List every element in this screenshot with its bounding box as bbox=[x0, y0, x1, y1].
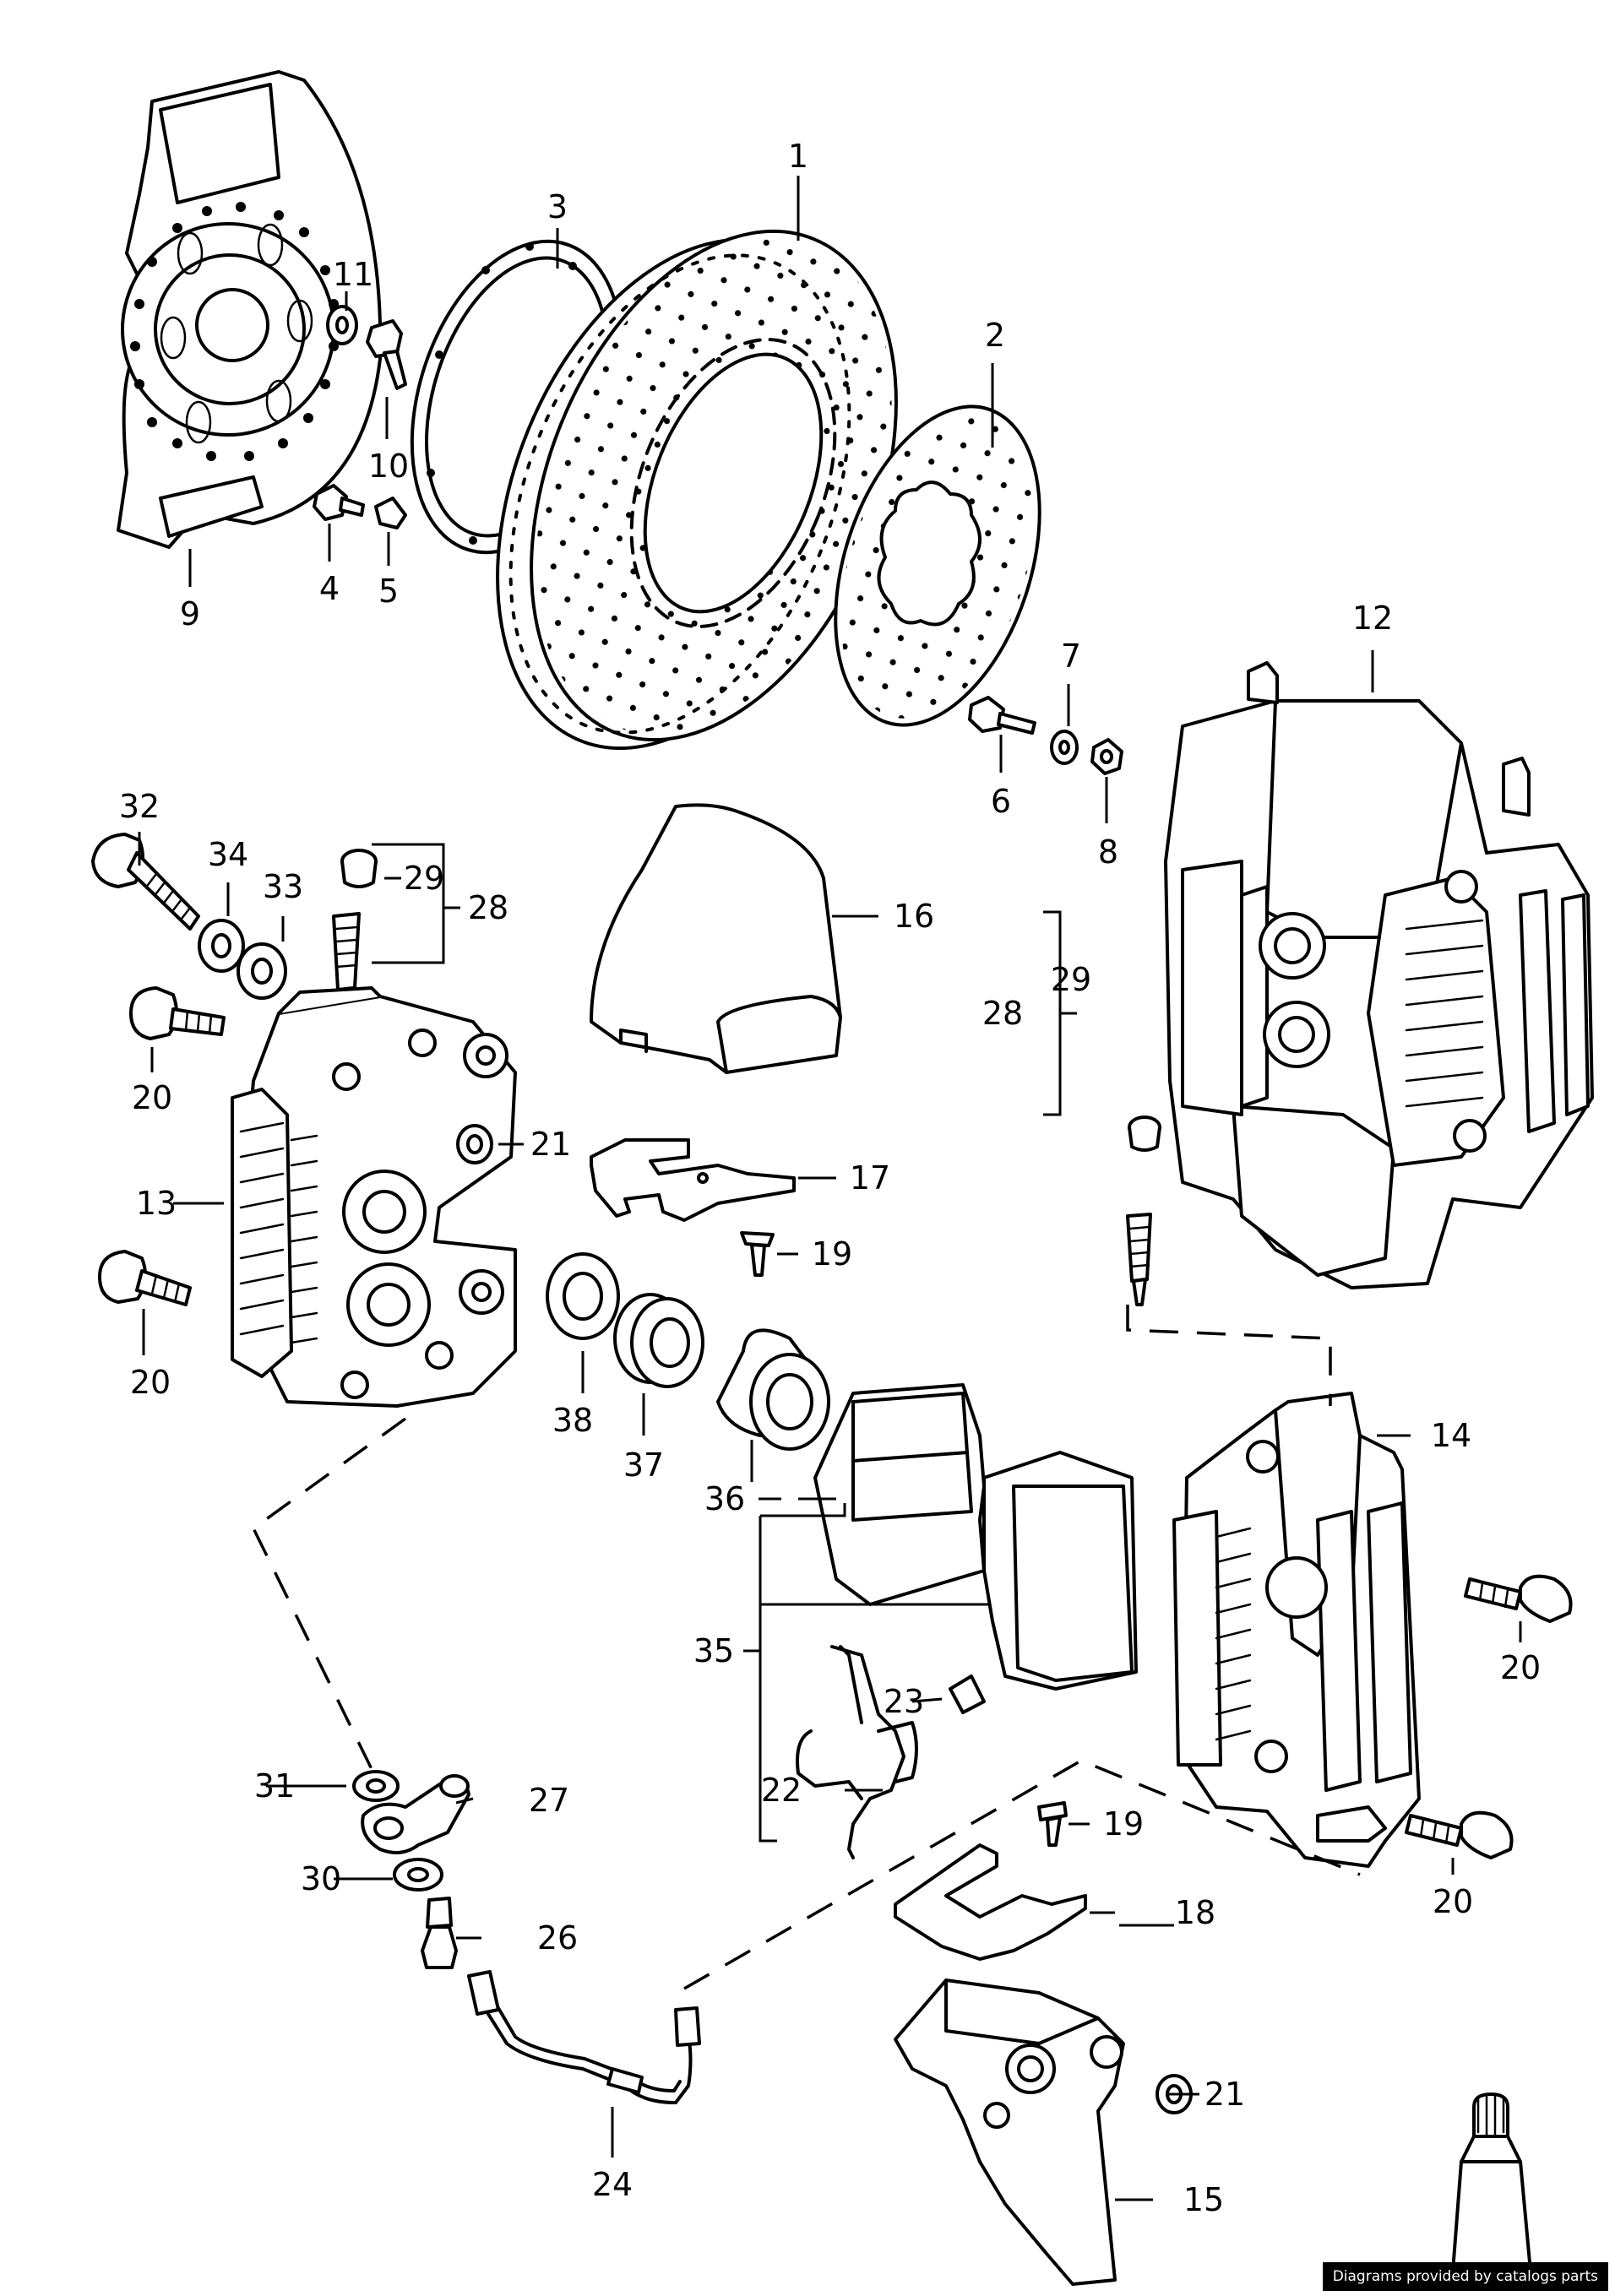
part-19-screw-lower bbox=[1037, 1801, 1068, 1847]
part-29-cap-right bbox=[1128, 1115, 1161, 1152]
callout-20-upper-left: 20 bbox=[132, 1079, 172, 1116]
part-26-adapter bbox=[421, 1897, 458, 1969]
callout-36: 36 bbox=[704, 1480, 745, 1517]
dashed-assembly-lines bbox=[251, 1305, 1361, 1990]
part-27-banjo-fitting bbox=[361, 1774, 470, 1854]
part-38-seal bbox=[546, 1252, 620, 1340]
callout-3: 3 bbox=[547, 188, 568, 225]
part-1-brake-disc bbox=[496, 229, 898, 751]
part-24-brake-line bbox=[467, 1970, 701, 2104]
callout-31: 31 bbox=[254, 1767, 295, 1805]
callout-6: 6 bbox=[991, 783, 1011, 820]
part-31-washer bbox=[352, 1770, 400, 1802]
part-22-spreader-spring bbox=[796, 1645, 918, 1859]
callout-21-upper: 21 bbox=[530, 1126, 571, 1163]
callout-27: 27 bbox=[529, 1782, 569, 1819]
callout-20-lower-left: 20 bbox=[130, 1364, 171, 1401]
callout-17: 17 bbox=[850, 1159, 890, 1197]
diagram-credit-badge: Diagrams provided by catalogs parts bbox=[1322, 2262, 1608, 2291]
callout-8: 8 bbox=[1098, 833, 1118, 871]
callout-5: 5 bbox=[378, 573, 399, 610]
callout-7: 7 bbox=[1061, 638, 1081, 675]
callout-15: 15 bbox=[1183, 2181, 1224, 2218]
callout-23: 23 bbox=[884, 1683, 924, 1720]
part-36-piston bbox=[716, 1328, 830, 1451]
part-4-bolt bbox=[313, 484, 365, 521]
callout-37: 37 bbox=[623, 1447, 664, 1484]
part-12-brake-caliper-assembly bbox=[1164, 661, 1594, 1289]
part-17-clip-plate bbox=[590, 1138, 796, 1222]
callout-20-upper-right: 20 bbox=[1500, 1649, 1541, 1686]
part-8-nut bbox=[1090, 738, 1123, 775]
callout-32: 32 bbox=[119, 788, 160, 825]
callout-35: 35 bbox=[693, 1632, 734, 1669]
callout-28-right: 28 bbox=[982, 995, 1023, 1032]
callout-29-upper: 29 bbox=[404, 860, 444, 897]
callout-29-right: 29 bbox=[1051, 961, 1091, 998]
part-16-cover bbox=[590, 803, 842, 1074]
part-19-screw-upper bbox=[740, 1231, 775, 1277]
callout-30: 30 bbox=[301, 1860, 341, 1897]
part-6-bolt bbox=[968, 696, 1036, 735]
part-13-caliper-half bbox=[231, 986, 517, 1408]
callout-21-lower: 21 bbox=[1204, 2076, 1245, 2113]
callout-24: 24 bbox=[592, 2166, 633, 2203]
part-7-washer bbox=[1050, 730, 1079, 765]
part-20-bolt-upper-right bbox=[1464, 1574, 1573, 1623]
callout-34: 34 bbox=[208, 836, 248, 873]
callout-19-upper: 19 bbox=[812, 1235, 852, 1273]
part-10-bolt bbox=[366, 319, 407, 390]
part-29-cap-upper bbox=[340, 849, 378, 888]
callout-13: 13 bbox=[136, 1185, 177, 1222]
callout-9: 9 bbox=[180, 595, 200, 632]
part-33-washer bbox=[237, 942, 287, 1000]
callout-26: 26 bbox=[537, 1919, 578, 1957]
leader-lines bbox=[138, 176, 1522, 2277]
part-37-dust-seal bbox=[613, 1293, 704, 1388]
callout-16: 16 bbox=[894, 898, 934, 935]
callout-22: 22 bbox=[761, 1772, 802, 1809]
callout-11: 11 bbox=[333, 256, 373, 293]
callout-14: 14 bbox=[1431, 1417, 1471, 1454]
part-20-bolt-upper-left bbox=[129, 986, 226, 1040]
callout-19-lower: 19 bbox=[1103, 1805, 1144, 1843]
part-20-bolt-lower-right bbox=[1405, 1810, 1514, 1859]
callout-33: 33 bbox=[263, 868, 303, 905]
part-23-clip bbox=[949, 1675, 986, 1714]
callout-10: 10 bbox=[368, 448, 409, 485]
part-14-caliper-half bbox=[1172, 1392, 1421, 1868]
part-35-brake-pads bbox=[813, 1383, 1138, 1691]
callout-28-upper: 28 bbox=[468, 889, 508, 926]
part-5-clip bbox=[374, 497, 407, 529]
callout-38: 38 bbox=[552, 1402, 593, 1439]
callout-12: 12 bbox=[1352, 600, 1393, 637]
callout-1: 1 bbox=[788, 138, 808, 175]
callout-20-lower-right: 20 bbox=[1433, 1883, 1473, 1920]
part-32-bolt bbox=[91, 833, 200, 931]
part-9-dust-shield bbox=[117, 70, 383, 549]
callout-4: 4 bbox=[319, 570, 340, 607]
part-18-plate bbox=[894, 1843, 1087, 1961]
part-2-disc-ring bbox=[834, 404, 1041, 727]
part-30-washer bbox=[393, 1858, 443, 1892]
callout-2: 2 bbox=[985, 317, 1005, 354]
part-21-washer-upper bbox=[456, 1124, 493, 1164]
part-28-bleeder-right bbox=[1126, 1213, 1152, 1306]
part-34-washer bbox=[198, 919, 245, 973]
callout-18: 18 bbox=[1175, 1894, 1215, 1931]
part-20-bolt-lower-left bbox=[98, 1250, 192, 1306]
part-15-cover bbox=[894, 1978, 1125, 2286]
part-11-washer bbox=[326, 305, 358, 345]
part-39-grease-tube bbox=[1447, 2092, 1537, 2290]
